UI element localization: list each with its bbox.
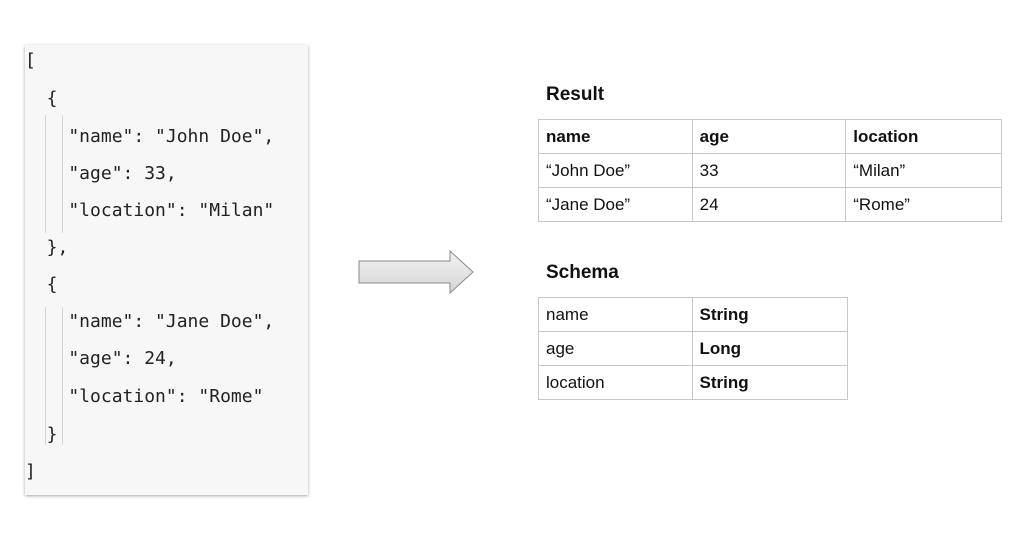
- json-line-age: "age": 33,: [25, 163, 177, 184]
- json-line-location: "location": "Rome": [25, 386, 264, 407]
- column-header: location: [845, 119, 1002, 154]
- json-line-close-object: },: [25, 237, 69, 258]
- table-header-row: name age location: [538, 119, 1002, 154]
- table-cell: “Jane Doe”: [538, 187, 693, 222]
- indent-guide: [45, 307, 46, 445]
- json-line-name: "name": "Jane Doe",: [25, 311, 275, 332]
- field-name: name: [538, 297, 693, 332]
- table-row: age Long: [538, 331, 849, 366]
- result-title: Result: [546, 84, 605, 105]
- json-line-location: "location": "Milan": [25, 200, 275, 221]
- field-name: location: [538, 365, 693, 400]
- table-row: location String: [538, 365, 849, 400]
- table-cell: 24: [691, 187, 847, 222]
- schema-table: name String age Long location String: [538, 297, 849, 400]
- json-line-close-object: }: [25, 424, 58, 445]
- json-code-panel: [ { "name": "John Doe", "age": 33, "loca…: [25, 45, 308, 495]
- json-line-age: "age": 24,: [25, 348, 177, 369]
- indent-guide: [62, 307, 63, 445]
- result-table: name age location “John Doe” 33 “Milan” …: [538, 119, 1002, 222]
- table-cell: “John Doe”: [538, 153, 693, 188]
- right-arrow-icon: [358, 250, 474, 294]
- json-line-name: "name": "John Doe",: [25, 126, 275, 147]
- table-row: name String: [538, 297, 849, 332]
- indent-guide: [45, 115, 46, 233]
- field-name: age: [538, 331, 693, 366]
- table-row: “Jane Doe” 24 “Rome”: [538, 187, 1002, 222]
- schema-title: Schema: [546, 262, 619, 283]
- json-line-open-array: [: [25, 50, 36, 71]
- json-line-close-array: ]: [25, 461, 36, 482]
- field-type: String: [691, 365, 849, 400]
- table-cell: “Milan”: [845, 153, 1002, 188]
- json-line-open-object: {: [25, 274, 58, 295]
- table-row: “John Doe” 33 “Milan”: [538, 153, 1002, 188]
- indent-guide: [62, 115, 63, 233]
- column-header: name: [538, 119, 693, 154]
- field-type: Long: [691, 331, 849, 366]
- table-cell: “Rome”: [845, 187, 1002, 222]
- column-header: age: [691, 119, 847, 154]
- json-line-open-object: {: [25, 88, 58, 109]
- table-cell: 33: [691, 153, 847, 188]
- field-type: String: [691, 297, 849, 332]
